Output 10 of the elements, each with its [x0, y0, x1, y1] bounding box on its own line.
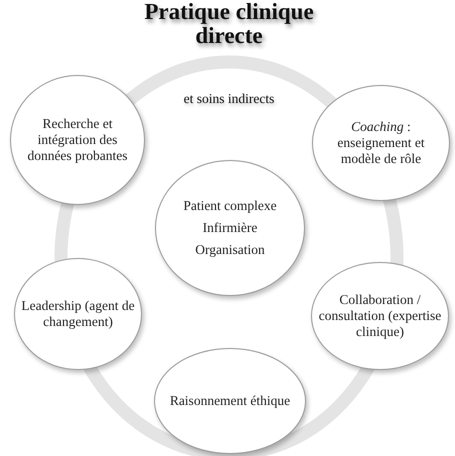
node-text: Patient complexe — [182, 198, 278, 214]
node-text: Organisation — [194, 242, 266, 258]
node-text: Collaboration / consultation (expertise clinique) — [318, 292, 442, 340]
node-text: Leadership (agent de changement) — [20, 298, 136, 330]
node-text: Recherche et intégration des données probantes — [26, 116, 129, 164]
heading-text: Pratique clinique directe — [143, 0, 315, 48]
node-text: Infirmière — [202, 220, 258, 236]
node-text: Raisonnement éthique — [168, 392, 292, 410]
node-text: Coaching : enseignement et modèle de rôle — [336, 118, 426, 168]
subheading-text: et soins indirects — [182, 91, 276, 107]
